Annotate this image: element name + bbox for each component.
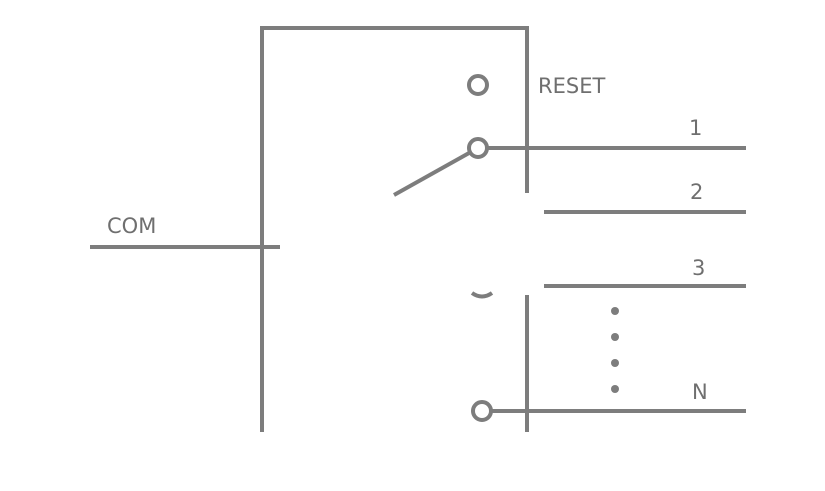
reset-label: RESET [538,74,605,98]
com-label: COM [107,214,156,238]
ellipsis-dot [611,307,619,315]
ellipsis-dot [611,333,619,341]
housing-outline [260,26,529,432]
output-label-3: 3 [692,256,705,280]
output-label-n: N [692,380,708,404]
contact-n [471,400,493,422]
switch-arm [393,146,479,197]
contact-arc-3 [470,291,494,299]
contact-1 [467,137,489,159]
output-label-2: 2 [690,180,703,204]
ellipsis-dot [611,359,619,367]
reset-contact [467,74,489,96]
output-label-1: 1 [689,116,702,140]
ellipsis-dot [611,385,619,393]
